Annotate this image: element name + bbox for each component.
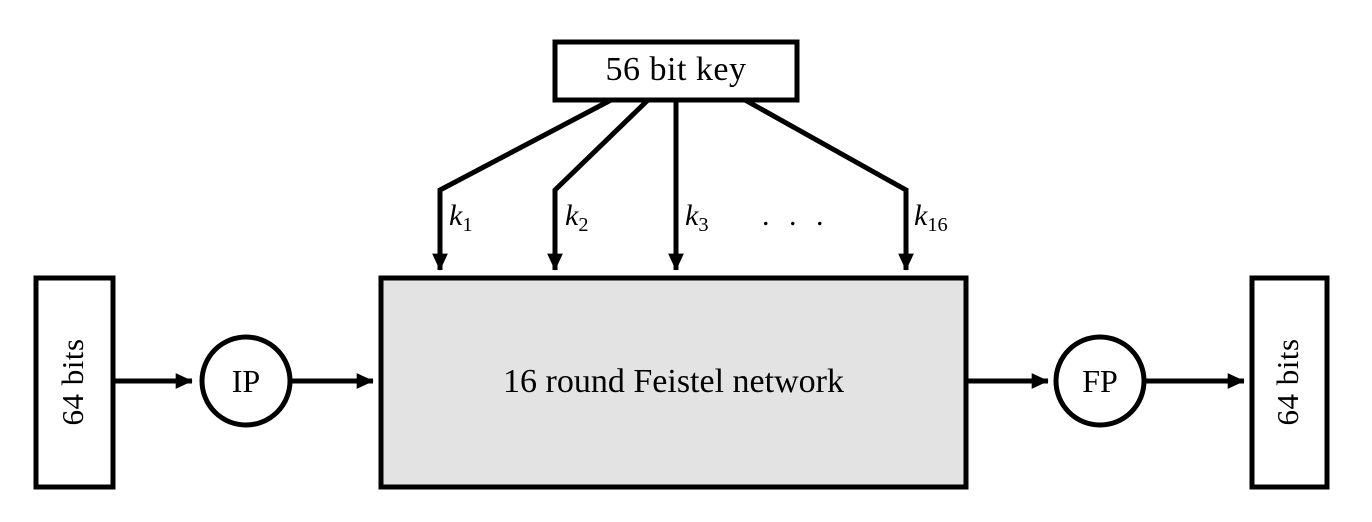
output-box-label: 64 bits	[1270, 338, 1305, 426]
round-key-base-k16: k	[914, 199, 928, 232]
round-key-label-k1: k1	[449, 199, 473, 237]
input-box-shape	[33, 275, 116, 490]
round-key-base-k2: k	[565, 199, 579, 232]
round-key-label-k3: k3	[685, 199, 709, 237]
round-key-base-k3: k	[685, 199, 699, 232]
input-box-label: 64 bits	[55, 338, 90, 426]
round-key-subscript-k1: 1	[462, 214, 473, 237]
round-key-subscript-k2: 2	[578, 214, 589, 237]
key-arrow-k2	[547, 98, 650, 271]
key-box-label: 56 bit key	[605, 51, 747, 88]
round-key-subscript-k16: 16	[927, 214, 948, 237]
ip-node-label: IP	[231, 363, 261, 399]
feistel-network-box-shape	[378, 275, 969, 490]
round-key-base-k1: k	[449, 199, 463, 232]
round-key-label-k16: k16	[914, 199, 948, 237]
round-keys-ellipsis: . . .	[762, 199, 830, 232]
feistel-network-label: 16 round Feistel network	[503, 363, 844, 400]
round-key-label-k2: k2	[565, 199, 589, 237]
key-arrow-k16	[743, 97, 914, 271]
round-key-subscript-k3: 3	[698, 214, 709, 237]
output-box-shape	[1249, 275, 1330, 490]
fp-node-label: FP	[1082, 363, 1118, 399]
key-arrow-k1	[432, 97, 613, 271]
